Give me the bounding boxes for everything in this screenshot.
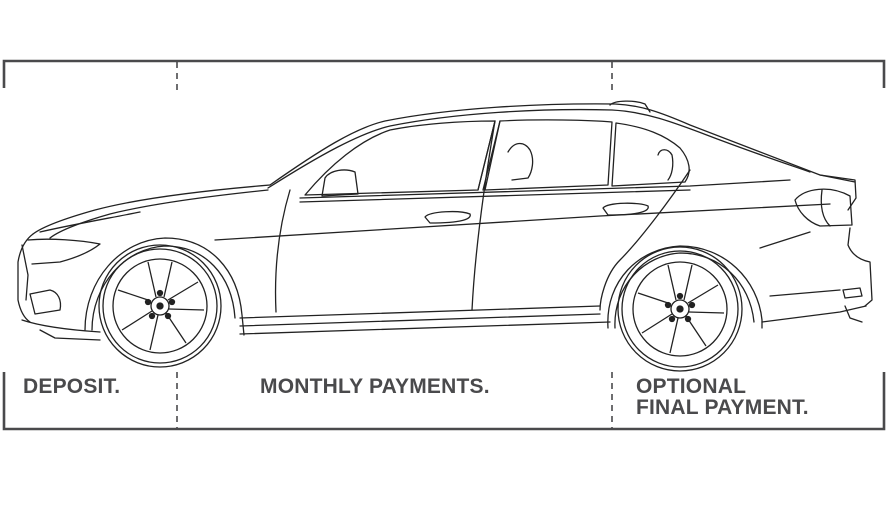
front-wheel	[98, 244, 222, 368]
final-payment-line-1: OPTIONAL	[636, 375, 747, 398]
rear-wheel-spokes	[637, 264, 725, 354]
rear-wheel	[617, 246, 743, 372]
bottom-bracket	[2, 372, 886, 431]
monthly-payments-label: MONTHLY PAYMENTS.	[260, 375, 490, 398]
deposit-label: DEPOSIT.	[23, 375, 121, 398]
car-illustration	[17, 100, 873, 341]
front-wheel-spokes	[117, 261, 205, 351]
final-payment-line-2: FINAL PAYMENT.	[636, 396, 809, 419]
optional-final-payment-label: OPTIONAL FINAL PAYMENT.	[636, 376, 809, 418]
top-bracket	[2, 59, 886, 88]
section-dividers	[176, 62, 613, 429]
